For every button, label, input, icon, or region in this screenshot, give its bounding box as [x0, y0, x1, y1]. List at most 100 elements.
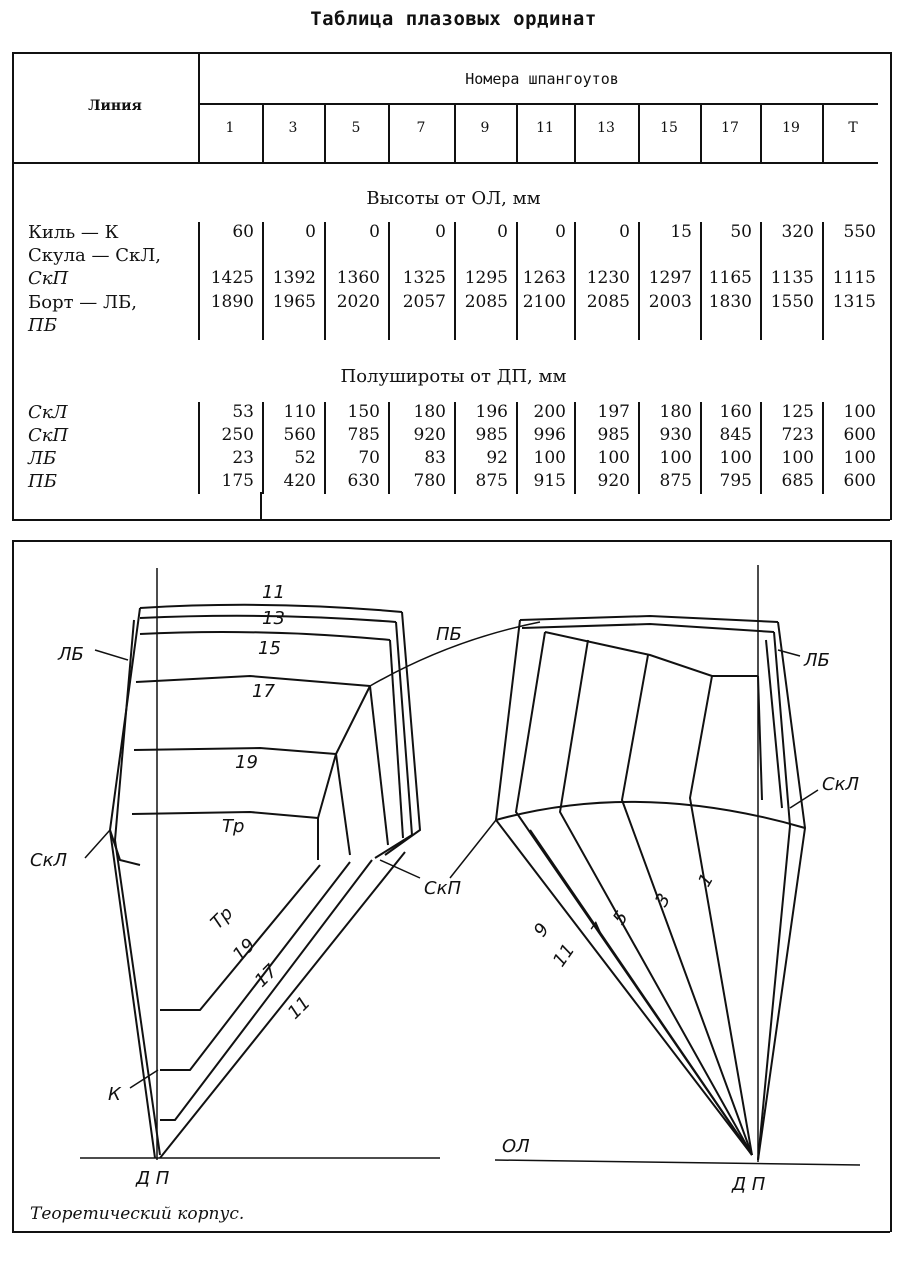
frames-column-header: Номера шпангоутов — [465, 70, 619, 88]
header-column-rule — [454, 104, 456, 162]
table-cell: 60 — [232, 222, 254, 242]
label-lb-left: ЛБ — [57, 644, 84, 665]
table-cell: 996 — [533, 425, 566, 445]
table-cell: 600 — [843, 425, 876, 445]
table-cell: 100 — [533, 448, 566, 468]
header-column-rule — [388, 104, 390, 162]
line-column-header: Линия — [88, 98, 142, 114]
header-column-rule — [324, 104, 326, 162]
table-cell: 930 — [659, 425, 692, 445]
header-column-rule — [516, 104, 518, 162]
table-cell: 723 — [781, 425, 814, 445]
label-left-15: 15 — [258, 638, 281, 659]
table-cell: 1550 — [770, 292, 814, 312]
table-cell: 110 — [283, 402, 316, 422]
table-cell: 985 — [597, 425, 630, 445]
frame-number-header: 1 — [225, 120, 235, 136]
table-cell: 845 — [719, 425, 752, 445]
label-right-3: 3 — [651, 890, 675, 910]
label-dp-right: Д П — [731, 1174, 766, 1195]
table-cell: 875 — [475, 471, 508, 491]
table-cell: 875 — [659, 471, 692, 491]
table-cell: 920 — [597, 471, 630, 491]
header-column-rule — [700, 104, 702, 162]
label-lb-right: ЛБ — [803, 650, 830, 671]
frame-number-header: 11 — [536, 120, 554, 136]
table-cell: 250 — [221, 425, 254, 445]
table-cell: 985 — [475, 425, 508, 445]
label-right-5: 5 — [609, 907, 633, 928]
row-label-hb-skl: СкЛ — [28, 402, 68, 423]
data-column-rule — [516, 222, 518, 340]
table-cell: 1230 — [586, 268, 630, 288]
table-cell: 150 — [347, 402, 380, 422]
row-label-chine: Скула — СкЛ, — [28, 245, 161, 266]
header-column-rule — [574, 104, 576, 162]
table-cell: 630 — [347, 471, 380, 491]
table-cell: 23 — [232, 448, 254, 468]
table-cell: 0 — [497, 222, 508, 242]
label-skp: СкП — [424, 878, 461, 899]
data-column-rule — [388, 402, 390, 494]
label-right-9: 9 — [530, 919, 554, 940]
header-bottom-rule — [12, 162, 878, 164]
frame-number-header: 13 — [597, 120, 615, 136]
data-column-rule — [454, 402, 456, 494]
label-right-11: 11 — [549, 940, 579, 971]
data-column-rule — [260, 492, 262, 519]
row-label-board-pb: ПБ — [28, 315, 57, 336]
header-column-rule — [638, 104, 640, 162]
label-skl-right: СкЛ — [822, 774, 859, 795]
table-cell: 2057 — [402, 292, 446, 312]
table-cell: 53 — [232, 402, 254, 422]
table-cell: 780 — [413, 471, 446, 491]
heights-section-title: Высоты от ОЛ, мм — [366, 188, 541, 209]
table-cell: 1360 — [336, 268, 380, 288]
data-column-rule — [324, 222, 326, 340]
frame-number-header: 9 — [480, 120, 490, 136]
label-dp-left: Д П — [135, 1168, 170, 1189]
frame-number-header: 17 — [721, 120, 739, 136]
row-label-hb-pb: ПБ — [28, 471, 57, 492]
table-cell: 420 — [283, 471, 316, 491]
label-right-7: 7 — [587, 919, 611, 941]
table-cell: 320 — [781, 222, 814, 242]
table-cell: 100 — [843, 402, 876, 422]
table-cell: 2085 — [464, 292, 508, 312]
table-cell: 200 — [533, 402, 566, 422]
label-left-17: 17 — [252, 681, 275, 702]
table-cell: 70 — [358, 448, 380, 468]
frame-number-header: 19 — [782, 120, 800, 136]
table-cell: 2020 — [336, 292, 380, 312]
data-column-rule — [516, 402, 518, 494]
table-cell: 15 — [670, 222, 692, 242]
table-cell: 0 — [305, 222, 316, 242]
table-cell: 1830 — [708, 292, 752, 312]
table-cell: 795 — [719, 471, 752, 491]
data-column-rule — [574, 222, 576, 340]
table-cell: 2100 — [522, 292, 566, 312]
data-column-rule — [822, 222, 824, 340]
drawing-caption: Теоретический корпус. — [30, 1204, 245, 1224]
table-cell: 100 — [719, 448, 752, 468]
data-column-rule — [388, 222, 390, 340]
table-cell: 1297 — [648, 268, 692, 288]
table-cell: 685 — [781, 471, 814, 491]
frames-header-rule — [198, 103, 878, 105]
frame-number-header: 15 — [660, 120, 678, 136]
table-cell: 1263 — [522, 268, 566, 288]
data-column-rule — [262, 222, 264, 340]
table-cell: 560 — [283, 425, 316, 445]
table-cell: 83 — [424, 448, 446, 468]
page-title: Таблица плазовых ординат — [310, 8, 597, 30]
frame-number-header: 3 — [288, 120, 298, 136]
label-bottom-19: 19 — [229, 934, 260, 965]
table-cell: 0 — [555, 222, 566, 242]
table-cell: 1425 — [210, 268, 254, 288]
data-column-rule — [700, 222, 702, 340]
table-cell: 180 — [413, 402, 446, 422]
ordinates-table — [12, 52, 892, 520]
linia-column-rule — [198, 52, 200, 162]
table-cell: 915 — [533, 471, 566, 491]
